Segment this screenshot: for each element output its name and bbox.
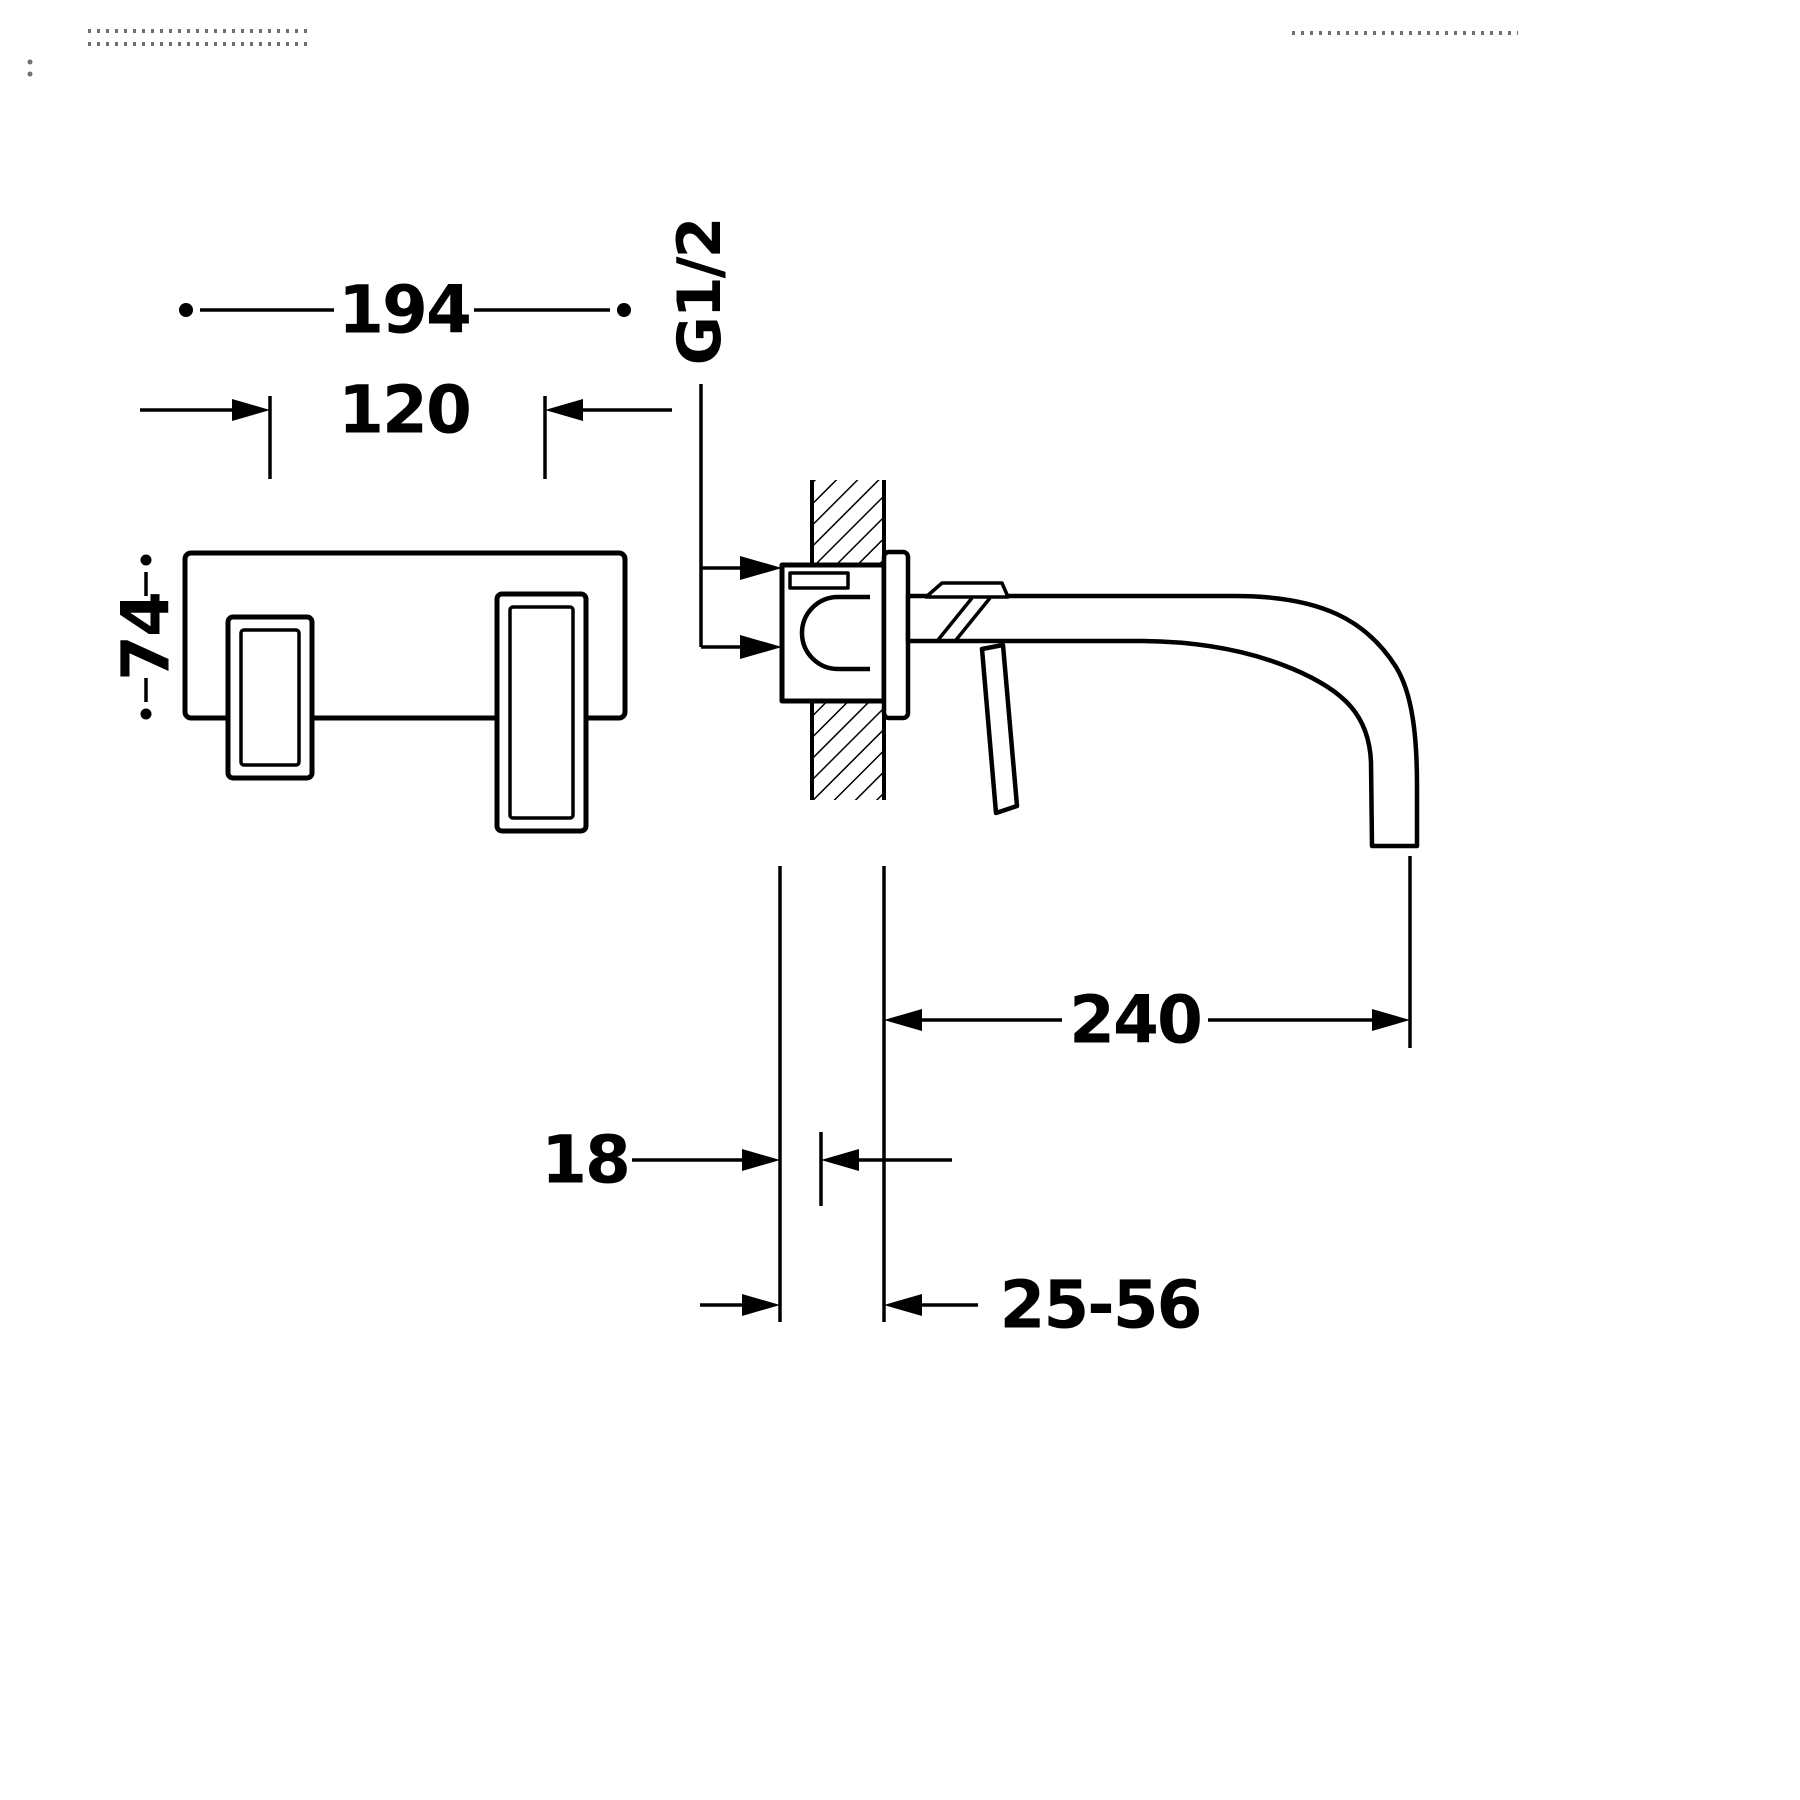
inlet-arrowhead	[740, 556, 782, 580]
cartridge-housing	[799, 594, 870, 672]
dim-trim-thickness-label: 18	[541, 1122, 629, 1199]
arrowhead-left	[884, 1009, 922, 1031]
handle-joint-line	[954, 596, 992, 642]
lever-handle-front	[225, 614, 315, 781]
dim-inlet-thread-label: G1/2	[665, 219, 735, 366]
side-view-dimensions: 240 18 25-56	[541, 856, 1412, 1344]
inlet-arrowhead	[740, 635, 782, 659]
lever-handle-side	[979, 642, 1020, 816]
arrowhead-left	[545, 399, 583, 421]
spout-inner-edge	[508, 605, 575, 820]
dim-spout-projection-label: 240	[1069, 982, 1201, 1059]
side-view: G1/2	[665, 219, 1420, 849]
lever-handle-inner-edge	[239, 628, 301, 767]
front-view	[182, 550, 628, 834]
arrowhead-left	[884, 1294, 922, 1316]
arrowhead-right	[1372, 1009, 1410, 1031]
dim-recess-depth-label: 25-56	[999, 1267, 1200, 1344]
dim-overall-width-label: 194	[338, 272, 470, 349]
arrowhead-right	[232, 399, 270, 421]
artifact-dot	[27, 71, 33, 77]
dimension-end-dot	[140, 554, 152, 566]
front-view-dimensions: 194 120 74	[108, 272, 672, 720]
dim-centre-distance-label: 120	[338, 372, 470, 449]
spout-side	[905, 593, 1420, 849]
arrowhead-left	[821, 1149, 859, 1171]
scan-artifacts	[27, 29, 1518, 77]
arrowhead-right	[742, 1149, 780, 1171]
artifact-dot	[27, 59, 33, 65]
spout-front	[494, 591, 589, 834]
dim-plate-height-label: 74	[108, 593, 185, 681]
wall-plate-side	[881, 549, 911, 721]
body-detail	[788, 571, 850, 590]
handle-cap	[924, 581, 1010, 599]
dimension-end-dot	[617, 303, 631, 317]
handle-joint-line	[936, 596, 974, 642]
dimension-end-dot	[140, 708, 152, 720]
dimension-end-dot	[179, 303, 193, 317]
arrowhead-right	[742, 1294, 780, 1316]
